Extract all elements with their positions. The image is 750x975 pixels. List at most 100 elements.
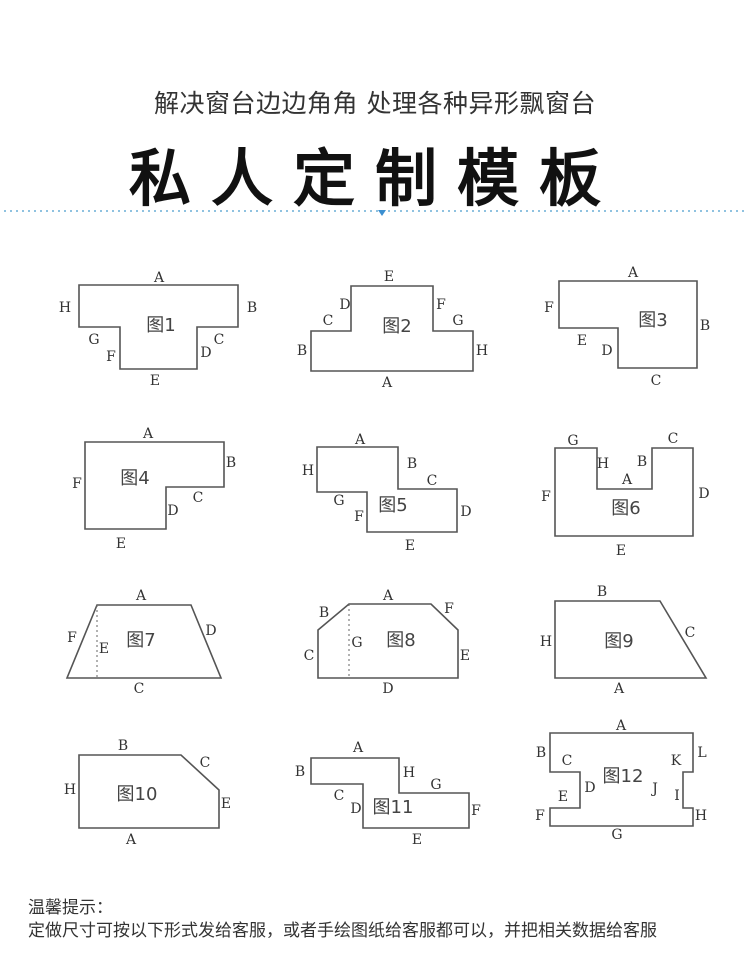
figure-12-label-j: J bbox=[650, 781, 658, 797]
figure-6-outline bbox=[554, 447, 694, 537]
figure-3-outline bbox=[558, 280, 698, 369]
figure-9: 图9A B C H bbox=[540, 584, 708, 697]
figure-1-label-b: B bbox=[247, 300, 257, 316]
figure-7-label-d: D bbox=[205, 623, 216, 639]
template-diagram: 图1ABCDEFGH图2ABCDEFGH图3ABCDEF图4ABCDEF图5AB… bbox=[59, 265, 710, 848]
figure-8-label-e: E bbox=[460, 648, 470, 664]
figure-12-label-e: E bbox=[558, 789, 568, 805]
figure-1-label-e: E bbox=[150, 373, 160, 389]
main-title: 私人定制模板 bbox=[128, 142, 621, 215]
figure-1-label-c: C bbox=[214, 332, 225, 348]
figure-3-label-a: A bbox=[627, 265, 639, 281]
figure-6-label-f: F bbox=[541, 489, 551, 505]
figure-6-title: 图6 bbox=[611, 498, 640, 519]
figure-1-label-h: H bbox=[59, 300, 71, 316]
figure-3-label-d: D bbox=[601, 343, 612, 359]
figure-3-label-f: F bbox=[544, 300, 554, 316]
figure-8-label-f: F bbox=[444, 601, 454, 617]
figure-11-label-b: B bbox=[295, 764, 305, 780]
figure-3-label-b: B bbox=[700, 318, 710, 334]
figure-5-label-b: B bbox=[407, 456, 417, 472]
figure-11-label-e: E bbox=[412, 832, 422, 848]
figure-5-title: 图5 bbox=[378, 495, 407, 516]
figure-11-label-d: D bbox=[350, 801, 361, 817]
figure-9-title: 图9 bbox=[604, 631, 633, 652]
figure-10-label-c: C bbox=[200, 755, 211, 771]
figure-8-label-a: A bbox=[382, 588, 394, 604]
figure-12-label-l: L bbox=[697, 745, 706, 761]
figure-8-label-d: D bbox=[382, 681, 393, 697]
figure-2-label-c: C bbox=[323, 313, 334, 329]
figure-10-label-b: B bbox=[118, 738, 128, 754]
figure-8-label-c: C bbox=[304, 648, 315, 664]
figure-7-label-a: A bbox=[135, 588, 147, 604]
figure-6-label-b: B bbox=[637, 454, 647, 470]
figure-5-outline bbox=[316, 446, 458, 533]
figure-7-label-f: F bbox=[67, 630, 77, 646]
figure-7-title: 图7 bbox=[126, 630, 155, 651]
figure-4-label-a: A bbox=[142, 426, 154, 442]
figure-5-label-h: H bbox=[302, 463, 314, 479]
figure-12-label-d: D bbox=[584, 780, 595, 796]
figure-11-outline bbox=[310, 757, 470, 829]
figure-10-label-h: H bbox=[64, 782, 76, 798]
figure-10-label-e: E bbox=[221, 796, 231, 812]
subtitle: 解决窗台边边角角 处理各种异形飘窗台 bbox=[154, 89, 596, 118]
figure-3-label-e: E bbox=[577, 333, 587, 349]
figure-12-label-g: G bbox=[611, 827, 622, 843]
figure-6-label-c: C bbox=[668, 431, 679, 447]
figure-1-label-g: G bbox=[88, 332, 99, 348]
figure-9-label-a: A bbox=[613, 681, 625, 697]
figure-2-label-f: F bbox=[436, 297, 446, 313]
figure-7-label-c: C bbox=[134, 681, 145, 697]
figure-5-label-a: A bbox=[354, 432, 366, 448]
tips-heading: 温馨提示： bbox=[28, 898, 113, 918]
figure-6-label-d: D bbox=[698, 486, 709, 502]
figure-9-label-h: H bbox=[540, 634, 552, 650]
figure-12-label-f: F bbox=[535, 808, 545, 824]
figure-3-title: 图3 bbox=[638, 310, 667, 331]
figure-6-label-e: E bbox=[616, 543, 626, 559]
figure-1-title: 图1 bbox=[146, 315, 175, 336]
figure-1-label-f: F bbox=[106, 349, 116, 365]
figure-11-label-f: F bbox=[471, 803, 481, 819]
figure-4-title: 图4 bbox=[120, 468, 149, 489]
figure-12-label-h: H bbox=[695, 808, 707, 824]
figure-2-title: 图2 bbox=[382, 316, 411, 337]
figure-9-label-b: B bbox=[597, 584, 607, 600]
figure-9-outline bbox=[554, 600, 708, 679]
figure-12-outline bbox=[549, 732, 694, 827]
figure-6-label-a: A bbox=[621, 472, 633, 488]
figure-2-outline bbox=[310, 285, 474, 372]
figure-2-label-g: G bbox=[452, 313, 463, 329]
figure-4-label-e: E bbox=[116, 536, 126, 552]
figure-10-title: 图10 bbox=[117, 784, 158, 805]
figure-5-label-f: F bbox=[354, 509, 364, 525]
figure-7-outline bbox=[65, 604, 223, 679]
figure-11-title: 图11 bbox=[373, 797, 414, 818]
figure-7: 图7 A C D E F bbox=[65, 588, 223, 697]
figure-6-label-g: G bbox=[567, 433, 578, 449]
figure-5-label-c: C bbox=[427, 473, 438, 489]
tips-text: 定做尺寸可按以下形式发给客服，或者手绘图纸给客服都可以，并把相关数据给客服 bbox=[28, 921, 657, 941]
figure-11-label-h: H bbox=[403, 765, 415, 781]
figure-9-label-c: C bbox=[685, 625, 696, 641]
figure-11-label-g: G bbox=[430, 777, 441, 793]
figure-10-label-a: A bbox=[125, 832, 137, 848]
figure-1-outline bbox=[78, 284, 239, 370]
figure-2-label-a: A bbox=[381, 375, 393, 391]
figure-4-label-b: B bbox=[226, 455, 236, 471]
figure-5-label-g: G bbox=[333, 493, 344, 509]
figure-7-label-e: E bbox=[99, 641, 109, 657]
figure-8-outline bbox=[317, 603, 459, 679]
figure-10-outline bbox=[78, 754, 220, 829]
figure-8-title: 图8 bbox=[386, 630, 415, 651]
figure-2-label-e: E bbox=[384, 269, 394, 285]
